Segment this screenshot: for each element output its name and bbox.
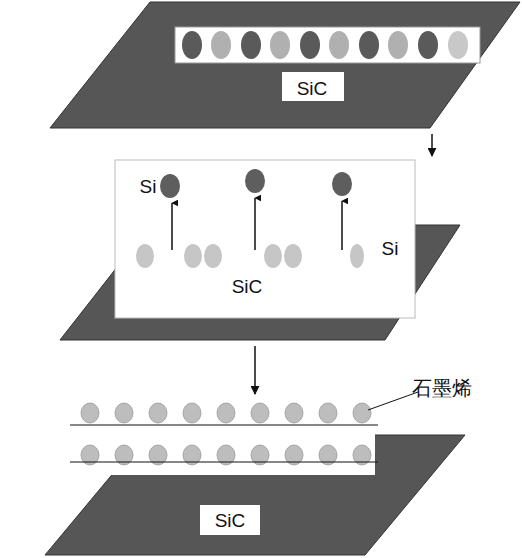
panel-outline [50,2,520,128]
material-label: SiC [297,79,328,98]
substrate-plate [45,435,465,555]
material-label: SiC [215,511,246,530]
leader-line [368,392,418,410]
material-label: Si [382,239,399,258]
material-label: SiC [232,277,263,296]
substrate-plate [50,2,520,128]
panel-outline [60,160,460,340]
substrate-plate [60,225,460,340]
escaping-atoms [160,169,352,198]
material-label: Si [140,177,157,196]
sic-panel: SiC [50,2,520,128]
sic-panel: SiC [45,398,465,555]
panel-outline [45,398,465,555]
process-arrow [254,346,256,394]
callout-label: 石墨烯 [412,378,472,398]
sic-panel: SiSiSiC [60,160,460,340]
process-arrow [431,134,433,156]
